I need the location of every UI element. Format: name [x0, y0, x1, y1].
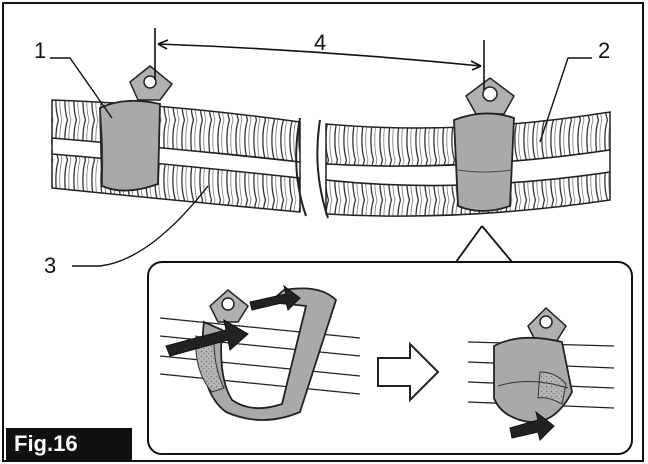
inset-closed-strap — [467, 306, 615, 441]
figure-tag: Fig.16 — [6, 428, 132, 460]
step-arrow — [377, 341, 440, 403]
detail-pointer — [455, 225, 513, 263]
leader-lines — [50, 57, 592, 267]
callout-4: 4 — [314, 30, 327, 55]
callout-2: 2 — [598, 38, 611, 63]
dimension-arrow — [154, 28, 485, 90]
hose-bundle-left — [51, 99, 307, 217]
callout-1: 1 — [34, 38, 47, 63]
inset-open-strap — [159, 284, 361, 421]
strap-clamp-left — [99, 65, 174, 192]
callout-3: 3 — [44, 253, 57, 278]
strap-clamp-right — [453, 77, 515, 212]
